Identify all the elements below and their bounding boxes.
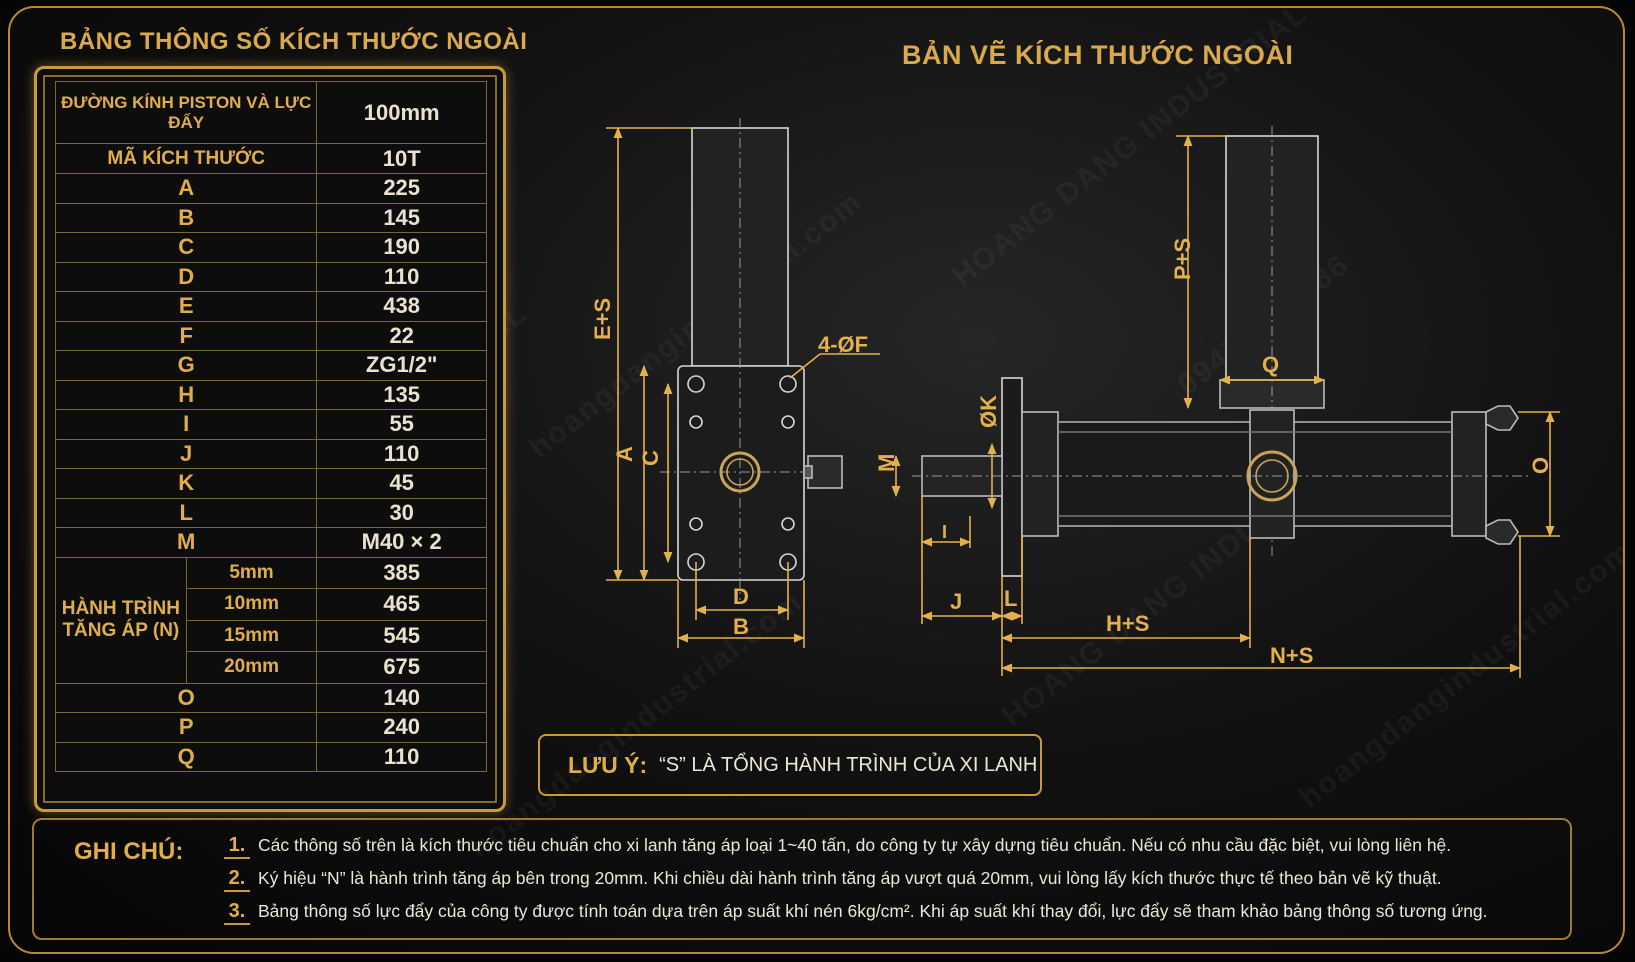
param-key: B <box>54 202 318 233</box>
label-j: J <box>950 589 962 614</box>
param-value: 225 <box>316 173 487 204</box>
label-a: A <box>612 446 637 462</box>
piston-label: ĐƯỜNG KÍNH PISTON VÀ LỰC ĐẨY <box>54 81 318 144</box>
piston-value: 100mm <box>316 81 487 144</box>
ghi-chu-number: 2. <box>224 867 250 892</box>
code-value: 10T <box>316 143 487 174</box>
stroke-key: 10mm <box>185 588 318 621</box>
note-box: LƯU Ý: “S” LÀ TỔNG HÀNH TRÌNH CỦA XI LAN… <box>538 734 1042 796</box>
param-key: K <box>54 468 318 499</box>
label-c: C <box>638 450 663 466</box>
param-key: P <box>54 712 318 743</box>
param-key: A <box>54 173 318 204</box>
param-key: E <box>54 291 318 322</box>
label-i: I <box>942 522 947 542</box>
label-m: M <box>874 454 899 472</box>
table-title: BẢNG THÔNG SỐ KÍCH THƯỚC NGOÀI <box>60 28 528 55</box>
param-value: 140 <box>316 682 487 713</box>
param-key: I <box>54 409 318 440</box>
param-key: Q <box>54 741 318 772</box>
label-o: O <box>1528 457 1553 474</box>
stroke-value: 465 <box>316 588 487 621</box>
ghi-chu-number: 3. <box>224 900 250 925</box>
label-k: ØK <box>976 395 1001 428</box>
ghi-chu-item: 1. Các thông số trên là kích thước tiêu … <box>224 834 1451 859</box>
front-view <box>606 118 880 648</box>
ghi-chu-text: Ký hiệu “N” là hành trình tăng áp bên tr… <box>258 868 1442 888</box>
label-b: B <box>733 614 749 639</box>
stroke-key: 15mm <box>185 619 318 652</box>
ghi-chu-text: Các thông số trên là kích thước tiêu chu… <box>258 835 1452 855</box>
ghi-chu-item: 3. Bảng thông số lực đẩy của công ty đượ… <box>224 900 1488 925</box>
side-view <box>891 126 1560 678</box>
label-f: 4-ØF <box>818 332 868 357</box>
param-value: 55 <box>316 409 487 440</box>
label-l: L <box>1004 586 1017 611</box>
param-key: L <box>54 497 318 528</box>
stroke-label: HÀNH TRÌNH TĂNG ÁP (N) <box>55 556 187 684</box>
label-ns: N+S <box>1270 643 1313 668</box>
param-key: H <box>54 379 318 410</box>
ghi-chu-panel: GHI CHÚ: 1. Các thông số trên là kích th… <box>32 818 1572 940</box>
param-value: 110 <box>316 741 487 772</box>
label-d: D <box>733 584 749 609</box>
param-value: 110 <box>316 261 487 292</box>
param-value: 45 <box>316 468 487 499</box>
label-es: E+S <box>590 298 615 340</box>
note-text: “S” LÀ TỔNG HÀNH TRÌNH CỦA XI LANH <box>659 753 1038 776</box>
label-hs: H+S <box>1106 611 1149 636</box>
code-label: MÃ KÍCH THƯỚC <box>54 143 318 174</box>
param-value: 190 <box>316 232 487 263</box>
ghi-chu-number: 1. <box>224 834 250 859</box>
param-key: G <box>54 350 318 381</box>
param-value: 135 <box>316 379 487 410</box>
note-label: LƯU Ý: <box>568 751 648 778</box>
param-key: F <box>54 320 318 351</box>
stroke-value: 385 <box>316 556 487 589</box>
param-value: ZG1/2" <box>316 350 487 381</box>
param-value: 22 <box>316 320 487 351</box>
stroke-value: 675 <box>316 651 487 684</box>
drawing-title: BẢN VẼ KÍCH THƯỚC NGOÀI <box>902 40 1294 70</box>
ghi-chu-title: GHI CHÚ: <box>74 838 184 865</box>
stroke-key: 20mm <box>185 651 318 684</box>
param-value: M40 × 2 <box>316 527 487 558</box>
label-ps: P+S <box>1170 238 1195 280</box>
param-key: C <box>54 232 318 263</box>
ghi-chu-text: Bảng thông số lực đẩy của công ty được t… <box>258 901 1488 921</box>
label-q: Q <box>1262 352 1279 377</box>
ghi-chu-item: 2. Ký hiệu “N” là hành trình tăng áp bên… <box>224 867 1442 892</box>
